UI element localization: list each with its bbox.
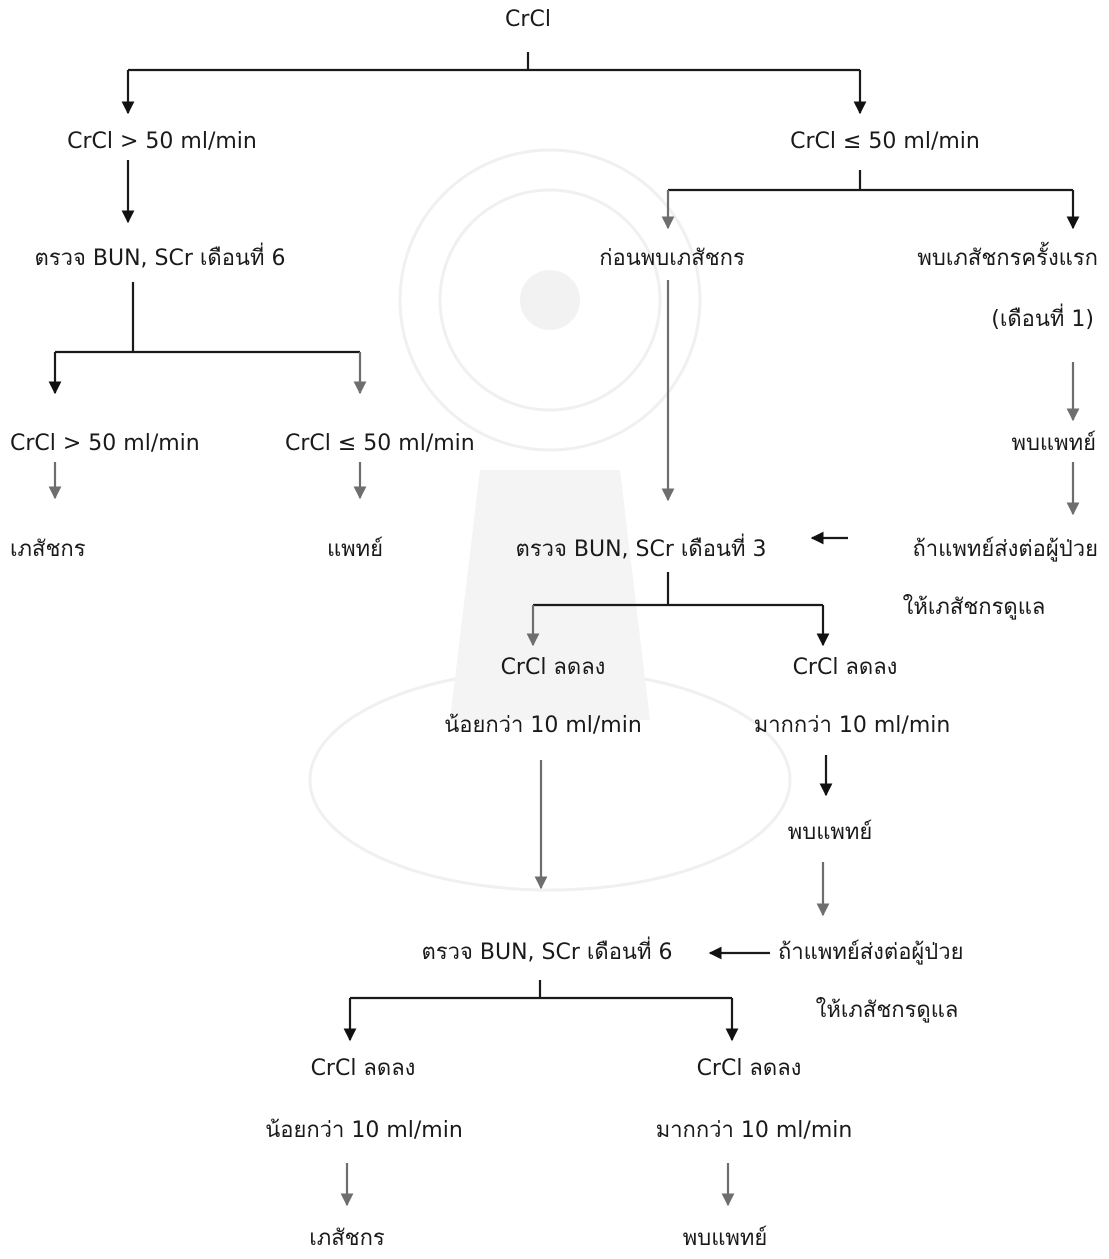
node-bun-month3: ตรวจ BUN, SCr เดือนที่ 3 — [515, 537, 767, 562]
node-first-visit-line1: พบเภสัชกรครั้งแรก — [917, 246, 1098, 271]
node-final-doctor: พบแพทย์ — [682, 1226, 768, 1251]
node-m6-more-line1: CrCl ลดลง — [696, 1056, 802, 1081]
node-final-pharmacist: เภสัชกร — [309, 1226, 385, 1251]
node-crcl-le50: CrCl ≤ 50 ml/min — [790, 129, 980, 154]
connector-root-split — [128, 52, 860, 72]
node-refer-top-line2: ให้เภสัชกรดูแล — [902, 595, 1046, 620]
node-m6-less-line2: น้อยกว่า 10 ml/min — [265, 1118, 463, 1143]
connector-bun6-bottom-split — [350, 980, 732, 1000]
node-m3-less-line1: CrCl ลดลง — [500, 655, 606, 680]
node-first-visit-line2: (เดือนที่ 1) — [991, 307, 1094, 332]
node-m6-less-line1: CrCl ลดลง — [310, 1056, 416, 1081]
node-crcl-gt50: CrCl > 50 ml/min — [67, 129, 257, 154]
node-m6-more-line2: มากกว่า 10 ml/min — [655, 1118, 853, 1143]
node-left-crcl-le50: CrCl ≤ 50 ml/min — [285, 431, 475, 456]
node-root-crcl: CrCl — [505, 7, 551, 32]
node-pharmacist-left: เภสัชกร — [10, 537, 86, 562]
node-see-doctor-right: พบแพทย์ — [1011, 431, 1096, 456]
node-before-pharmacist: ก่อนพบเภสัชกร — [599, 246, 745, 271]
node-refer-top-line1: ถ้าแพทย์ส่งต่อผู้ป่วย — [912, 537, 1098, 562]
node-refer-bottom-line1: ถ้าแพทย์ส่งต่อผู้ป่วย — [778, 940, 964, 965]
connector-bun6-split — [55, 282, 360, 354]
connector-le50-split — [668, 170, 1073, 192]
node-m3-more-line2: มากกว่า 10 ml/min — [753, 713, 951, 738]
node-m3-more-line1: CrCl ลดลง — [792, 655, 898, 680]
node-m3-less-line2: น้อยกว่า 10 ml/min — [444, 713, 642, 738]
connector-bun3-split — [533, 572, 823, 607]
node-bun-month6-bottom: ตรวจ BUN, SCr เดือนที่ 6 — [421, 940, 673, 965]
node-refer-bottom-line2: ให้เภสัชกรดูแล — [815, 998, 959, 1023]
node-doctor-left: แพทย์ — [327, 537, 384, 562]
node-left-crcl-gt50: CrCl > 50 ml/min — [10, 431, 200, 456]
node-see-doctor-mid: พบแพทย์ — [787, 820, 873, 845]
node-bun-month6-left: ตรวจ BUN, SCr เดือนที่ 6 — [34, 246, 286, 271]
